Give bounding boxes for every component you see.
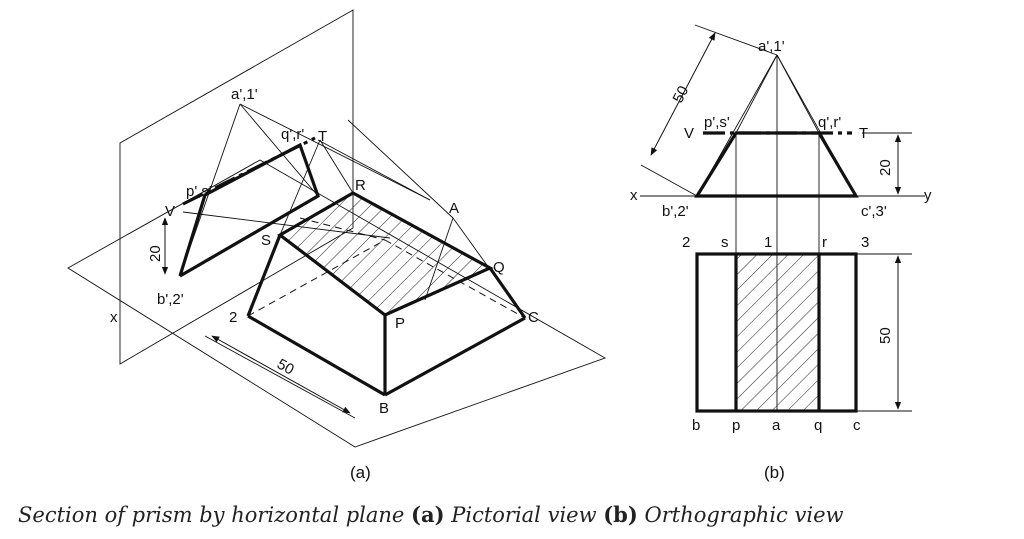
ortho-label-y: y xyxy=(924,187,932,204)
ortho-label-ps: p',s' xyxy=(704,114,730,131)
ortho-label-T: T xyxy=(859,125,868,142)
dim-length-line xyxy=(211,335,351,414)
label-B: B xyxy=(379,400,389,417)
pictorial-labels: a',1' q',r' T p',s' V b',2' x R A S Q 2 … xyxy=(110,86,539,482)
ortho-label-s: s xyxy=(721,234,729,251)
caption-tag-b: (b) xyxy=(603,502,638,527)
ortho-dim-slant-text: 50 xyxy=(670,83,693,106)
ortho-label-b2: b',2' xyxy=(662,203,689,220)
ortho-label-qr: q',r' xyxy=(818,114,841,131)
dim-height-text: 20 xyxy=(147,245,164,262)
hidden-edges xyxy=(247,217,526,319)
ortho-dim-slant-ext1 xyxy=(694,24,778,56)
label-ps: p',s' xyxy=(186,183,212,200)
ortho-dim-slant xyxy=(650,32,716,156)
label-P: P xyxy=(395,315,405,332)
dim-length-text: 50 xyxy=(274,356,297,379)
label-V: V xyxy=(165,203,175,220)
ortho-dim-slant-ext2 xyxy=(640,164,698,197)
orthographic-view xyxy=(640,24,925,413)
caption-part1: Section of prism by horizontal plane xyxy=(18,503,405,527)
ortho-dim-height-text: 20 xyxy=(877,159,894,176)
orthographic-labels: a',1' p',s' q',r' V T x y b',2' c',3' 2 … xyxy=(630,38,932,482)
label-qr: q',r' xyxy=(281,126,304,143)
ortho-section-hatch xyxy=(736,254,819,411)
subcaption-b: (b) xyxy=(764,463,785,482)
front-view-frustum xyxy=(178,142,320,278)
ortho-front-view xyxy=(694,131,859,198)
label-Q: Q xyxy=(493,259,505,276)
ortho-dim-length-text: 50 xyxy=(877,327,894,344)
ortho-label-x: x xyxy=(630,187,638,204)
ortho-label-r: r xyxy=(822,234,827,251)
ortho-label-1: 1 xyxy=(764,234,772,251)
figure-caption: Section of prism by horizontal plane (a)… xyxy=(18,502,1008,527)
label-a1: a',1' xyxy=(231,86,258,103)
ortho-label-c: c xyxy=(853,417,861,434)
subcaption-a: (a) xyxy=(350,463,371,482)
label-S: S xyxy=(261,232,271,249)
prism-visible-edges xyxy=(246,234,527,397)
caption-tag-a: (a) xyxy=(411,502,445,527)
caption-part2: Pictorial view xyxy=(451,503,597,527)
ortho-label-V: V xyxy=(684,125,694,142)
label-C: C xyxy=(528,309,539,326)
label-2: 2 xyxy=(229,309,237,326)
label-T: T xyxy=(318,128,327,145)
ortho-label-3: 3 xyxy=(861,234,869,251)
ortho-label-b: b xyxy=(692,417,700,434)
ortho-top-view xyxy=(695,252,858,413)
label-b2: b',2' xyxy=(157,291,184,308)
ortho-label-p: p xyxy=(732,417,740,434)
label-x: x xyxy=(110,309,118,326)
caption-part3: Orthographic view xyxy=(644,503,844,527)
ortho-label-c3: c',3' xyxy=(861,203,887,220)
ortho-label-a: a xyxy=(772,417,781,434)
ortho-label-q: q xyxy=(814,417,822,434)
section-area xyxy=(280,193,490,315)
ortho-label-2: 2 xyxy=(682,234,690,251)
pictorial-view xyxy=(67,9,607,448)
figure-canvas: a',1' q',r' T p',s' V b',2' x R A S Q 2 … xyxy=(67,9,932,482)
ortho-label-a1: a',1' xyxy=(758,38,785,55)
label-R: R xyxy=(355,177,366,194)
label-A: A xyxy=(449,200,459,217)
